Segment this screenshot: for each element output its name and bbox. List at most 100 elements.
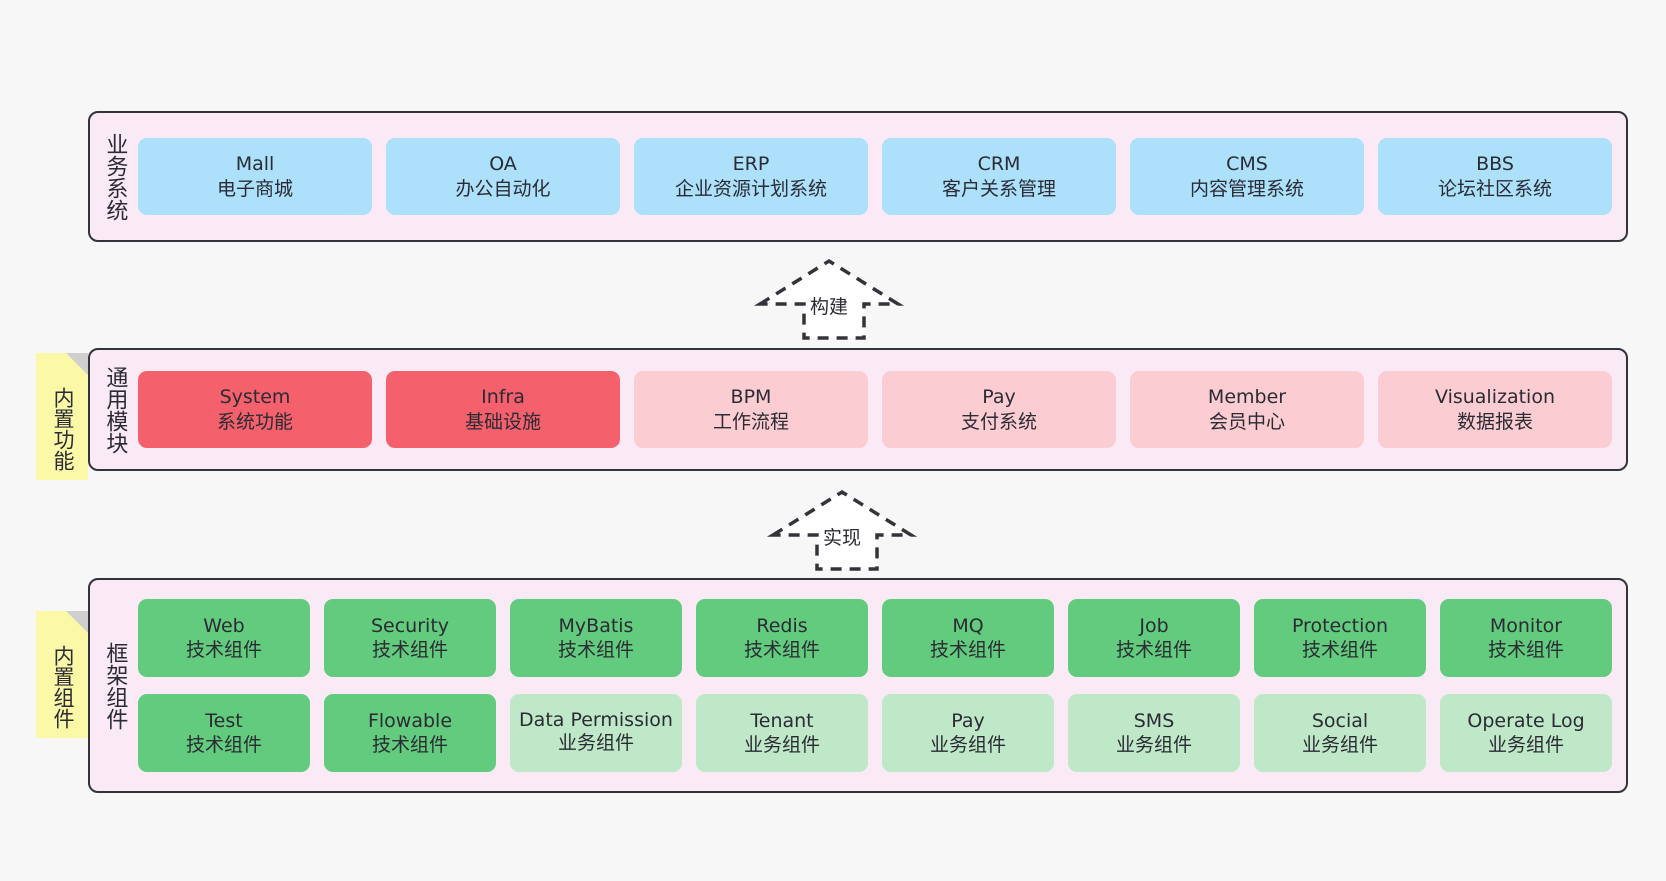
card-title: Pay: [982, 386, 1016, 409]
card-title: Visualization: [1434, 386, 1555, 409]
card-monitor[interactable]: Monitor 技术组件: [1440, 599, 1612, 677]
layer-body-framework-components: Web 技术组件 Security 技术组件 MyBatis 技术组件 Redi…: [138, 580, 1626, 791]
card-title: CMS: [1226, 153, 1268, 176]
card-crm[interactable]: CRM 客户关系管理: [882, 138, 1116, 215]
card-title: Operate Log: [1467, 709, 1585, 732]
card-subtitle: 技术组件: [371, 639, 448, 661]
card-row: Web 技术组件 Security 技术组件 MyBatis 技术组件 Redi…: [138, 599, 1612, 677]
card-subtitle: 支付系统: [960, 410, 1037, 433]
card-data-permission[interactable]: Data Permission 业务组件: [510, 694, 682, 772]
card-title: Monitor: [1489, 614, 1563, 637]
connector-implement-label: 实现: [822, 527, 862, 549]
card-mq[interactable]: MQ 技术组件: [882, 599, 1054, 677]
card-bpm[interactable]: BPM 工作流程: [634, 371, 868, 448]
card-subtitle: 业务组件: [1115, 734, 1192, 756]
card-subtitle: 技术组件: [743, 639, 820, 661]
card-cms[interactable]: CMS 内容管理系统: [1130, 138, 1364, 215]
card-subtitle: 业务组件: [743, 734, 820, 756]
card-subtitle: 业务组件: [557, 732, 634, 755]
layer-title-business-systems: 业务系统: [102, 132, 128, 221]
card-subtitle: 电子商城: [216, 177, 293, 200]
layer-body-common-modules: System 系统功能 Infra 基础设施 BPM 工作流程 Pay 支付系统…: [138, 350, 1626, 469]
card-flowable[interactable]: Flowable 技术组件: [324, 694, 496, 772]
card-job[interactable]: Job 技术组件: [1068, 599, 1240, 677]
layer-body-business-systems: Mall 电子商城 OA 办公自动化 ERP 企业资源计划系统 CRM 客户关系…: [138, 113, 1626, 240]
card-subtitle: 客户关系管理: [941, 177, 1056, 200]
card-subtitle: 企业资源计划系统: [674, 177, 827, 200]
card-pay-component[interactable]: Pay 业务组件: [882, 694, 1054, 772]
layer-business-systems: 业务系统 Mall 电子商城 OA 办公自动化 ERP 企业资源计划系统 CRM…: [88, 111, 1628, 242]
card-title: BBS: [1476, 153, 1514, 176]
note-label: 内置组件: [50, 644, 75, 729]
card-test[interactable]: Test 技术组件: [138, 694, 310, 772]
card-subtitle: 技术组件: [371, 734, 448, 756]
card-subtitle: 业务组件: [1487, 734, 1564, 756]
card-title: Test: [205, 709, 243, 732]
card-subtitle: 内容管理系统: [1189, 177, 1304, 200]
connector-build-label: 构建: [809, 296, 849, 318]
card-operate-log[interactable]: Operate Log 业务组件: [1440, 694, 1612, 772]
card-subtitle: 数据报表: [1456, 410, 1533, 433]
layer-framework-components: 框架组件 Web 技术组件 Security 技术组件 MyBatis 技术组件…: [88, 578, 1628, 793]
card-subtitle: 技术组件: [185, 639, 262, 661]
card-subtitle: 技术组件: [1487, 639, 1564, 661]
card-subtitle: 办公自动化: [455, 177, 551, 200]
card-title: Job: [1139, 614, 1169, 637]
card-row: System 系统功能 Infra 基础设施 BPM 工作流程 Pay 支付系统…: [138, 371, 1612, 448]
card-mall[interactable]: Mall 电子商城: [138, 138, 372, 215]
card-member[interactable]: Member 会员中心: [1130, 371, 1364, 448]
card-subtitle: 技术组件: [1301, 639, 1378, 661]
card-sms[interactable]: SMS 业务组件: [1068, 694, 1240, 772]
card-subtitle: 业务组件: [1301, 734, 1378, 756]
card-infra[interactable]: Infra 基础设施: [386, 371, 620, 448]
card-tenant[interactable]: Tenant 业务组件: [696, 694, 868, 772]
card-title: SMS: [1133, 709, 1175, 732]
card-subtitle: 技术组件: [929, 639, 1006, 661]
card-subtitle: 论坛社区系统: [1437, 177, 1552, 200]
card-title: Infra: [481, 386, 525, 409]
card-title: Security: [370, 614, 450, 637]
card-title: Redis: [756, 614, 808, 637]
note-fold-corner-icon: [66, 611, 88, 633]
card-visualization[interactable]: Visualization 数据报表: [1378, 371, 1612, 448]
card-oa[interactable]: OA 办公自动化: [386, 138, 620, 215]
card-web[interactable]: Web 技术组件: [138, 599, 310, 677]
card-row: Mall 电子商城 OA 办公自动化 ERP 企业资源计划系统 CRM 客户关系…: [138, 138, 1612, 215]
card-subtitle: 技术组件: [557, 639, 634, 661]
card-bbs[interactable]: BBS 论坛社区系统: [1378, 138, 1612, 215]
card-title: System: [219, 386, 291, 409]
card-system[interactable]: System 系统功能: [138, 371, 372, 448]
layer-title-common-modules: 通用模块: [102, 365, 128, 454]
card-subtitle: 工作流程: [712, 410, 789, 433]
card-title: Web: [203, 614, 245, 637]
card-title: Mall: [235, 153, 275, 176]
card-row: Test 技术组件 Flowable 技术组件 Data Permission …: [138, 694, 1612, 772]
card-title: Pay: [951, 709, 985, 732]
card-mybatis[interactable]: MyBatis 技术组件: [510, 599, 682, 677]
card-title: OA: [489, 153, 517, 176]
card-subtitle: 会员中心: [1208, 410, 1285, 433]
card-security[interactable]: Security 技术组件: [324, 599, 496, 677]
card-protection[interactable]: Protection 技术组件: [1254, 599, 1426, 677]
connector-build: 构建: [753, 258, 905, 340]
note-builtin-components: 内置组件: [36, 611, 88, 738]
card-pay[interactable]: Pay 支付系统: [882, 371, 1116, 448]
layer-title-framework-components: 框架组件: [102, 641, 128, 730]
card-social[interactable]: Social 业务组件: [1254, 694, 1426, 772]
card-title: MQ: [952, 614, 984, 637]
card-subtitle: 基础设施: [464, 410, 541, 433]
card-title: Social: [1311, 709, 1369, 732]
layer-common-modules: 通用模块 System 系统功能 Infra 基础设施 BPM 工作流程 Pay…: [88, 348, 1628, 471]
card-subtitle: 系统功能: [216, 410, 293, 433]
note-label: 内置功能: [50, 386, 75, 471]
card-subtitle: 技术组件: [185, 734, 262, 756]
card-redis[interactable]: Redis 技术组件: [696, 599, 868, 677]
card-title: Data Permission: [519, 709, 673, 732]
card-title: Tenant: [750, 709, 814, 732]
card-erp[interactable]: ERP 企业资源计划系统: [634, 138, 868, 215]
note-builtin-features: 内置功能: [36, 353, 88, 480]
card-title: ERP: [732, 153, 770, 176]
card-title: Member: [1207, 386, 1287, 409]
card-title: Protection: [1291, 614, 1389, 637]
